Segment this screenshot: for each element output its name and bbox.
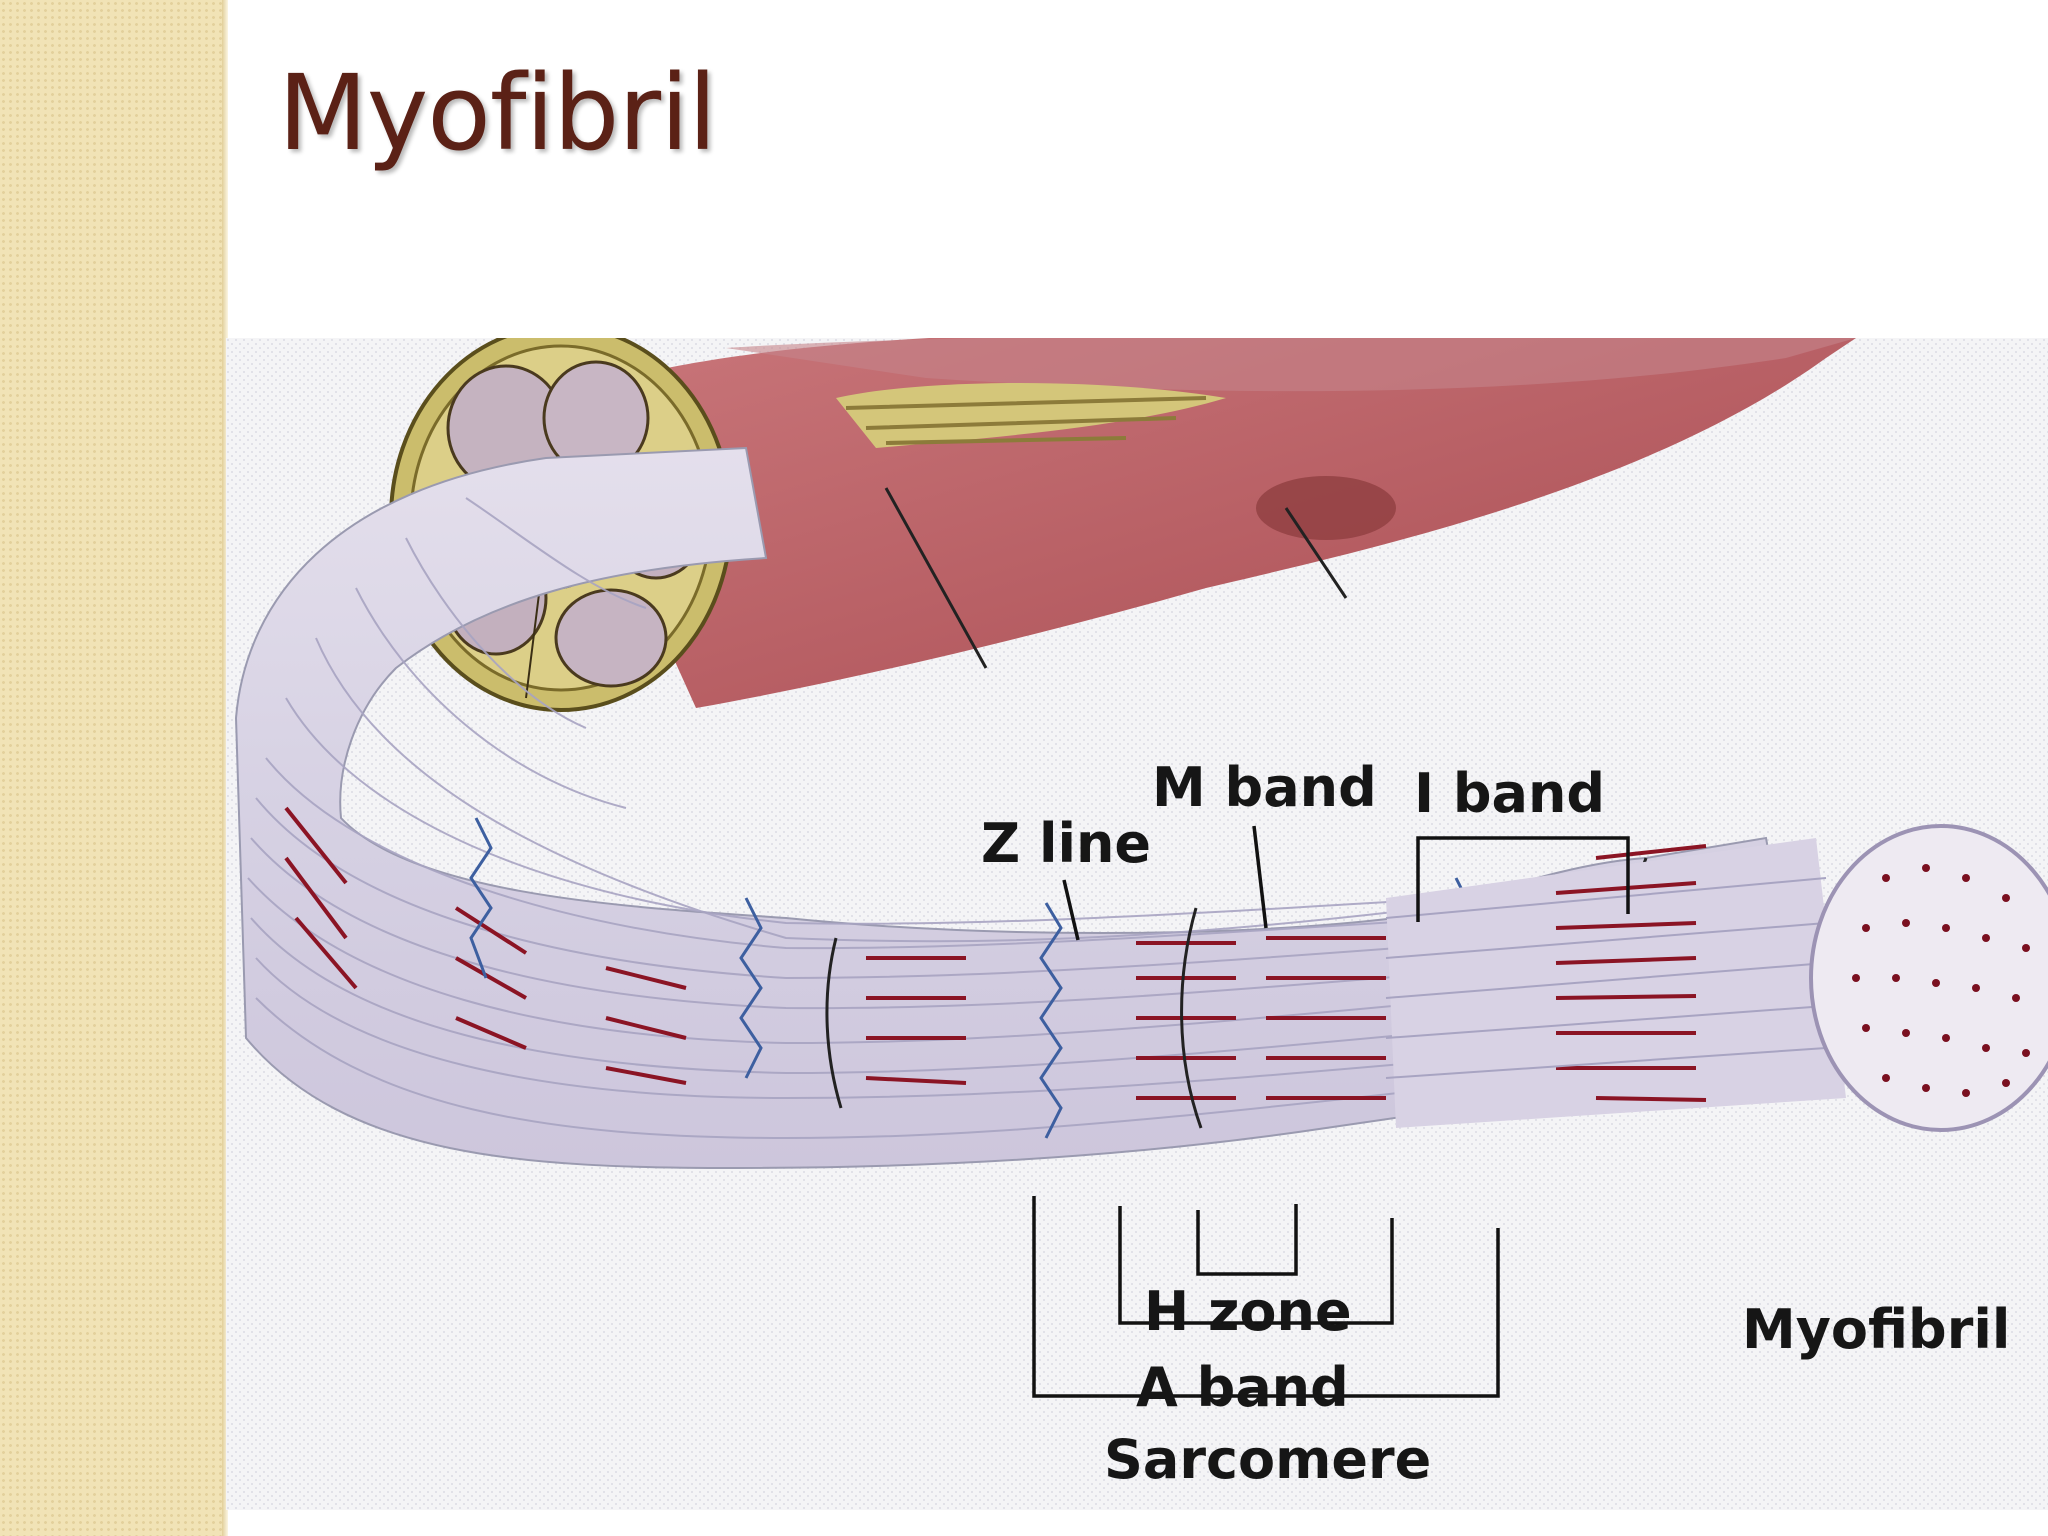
slide-title: Myofibril [278, 52, 717, 174]
myofibril-end-section [1385, 838, 1846, 1128]
label-leaders [1032, 825, 1630, 1398]
a-band-label: A band [1136, 1356, 1349, 1419]
i-band-label: I band [1414, 762, 1605, 825]
myofibril-label: Myofibril [1742, 1298, 2010, 1361]
myofibril-diagram: Z line M band I band H zone A band Sarco… [226, 338, 2048, 1510]
muscle-fiber-bundle [556, 338, 1856, 708]
sidebar-edge [222, 0, 228, 1536]
sarcomere-label: Sarcomere [1104, 1428, 1431, 1491]
filament-dots [1852, 864, 2030, 1097]
m-band-label: M band [1152, 756, 1377, 819]
decorative-sidebar [0, 0, 226, 1536]
h-zone-label: H zone [1144, 1280, 1352, 1343]
myofibril-cross-section-face [1809, 824, 2048, 1132]
z-line-label: Z line [981, 812, 1151, 875]
